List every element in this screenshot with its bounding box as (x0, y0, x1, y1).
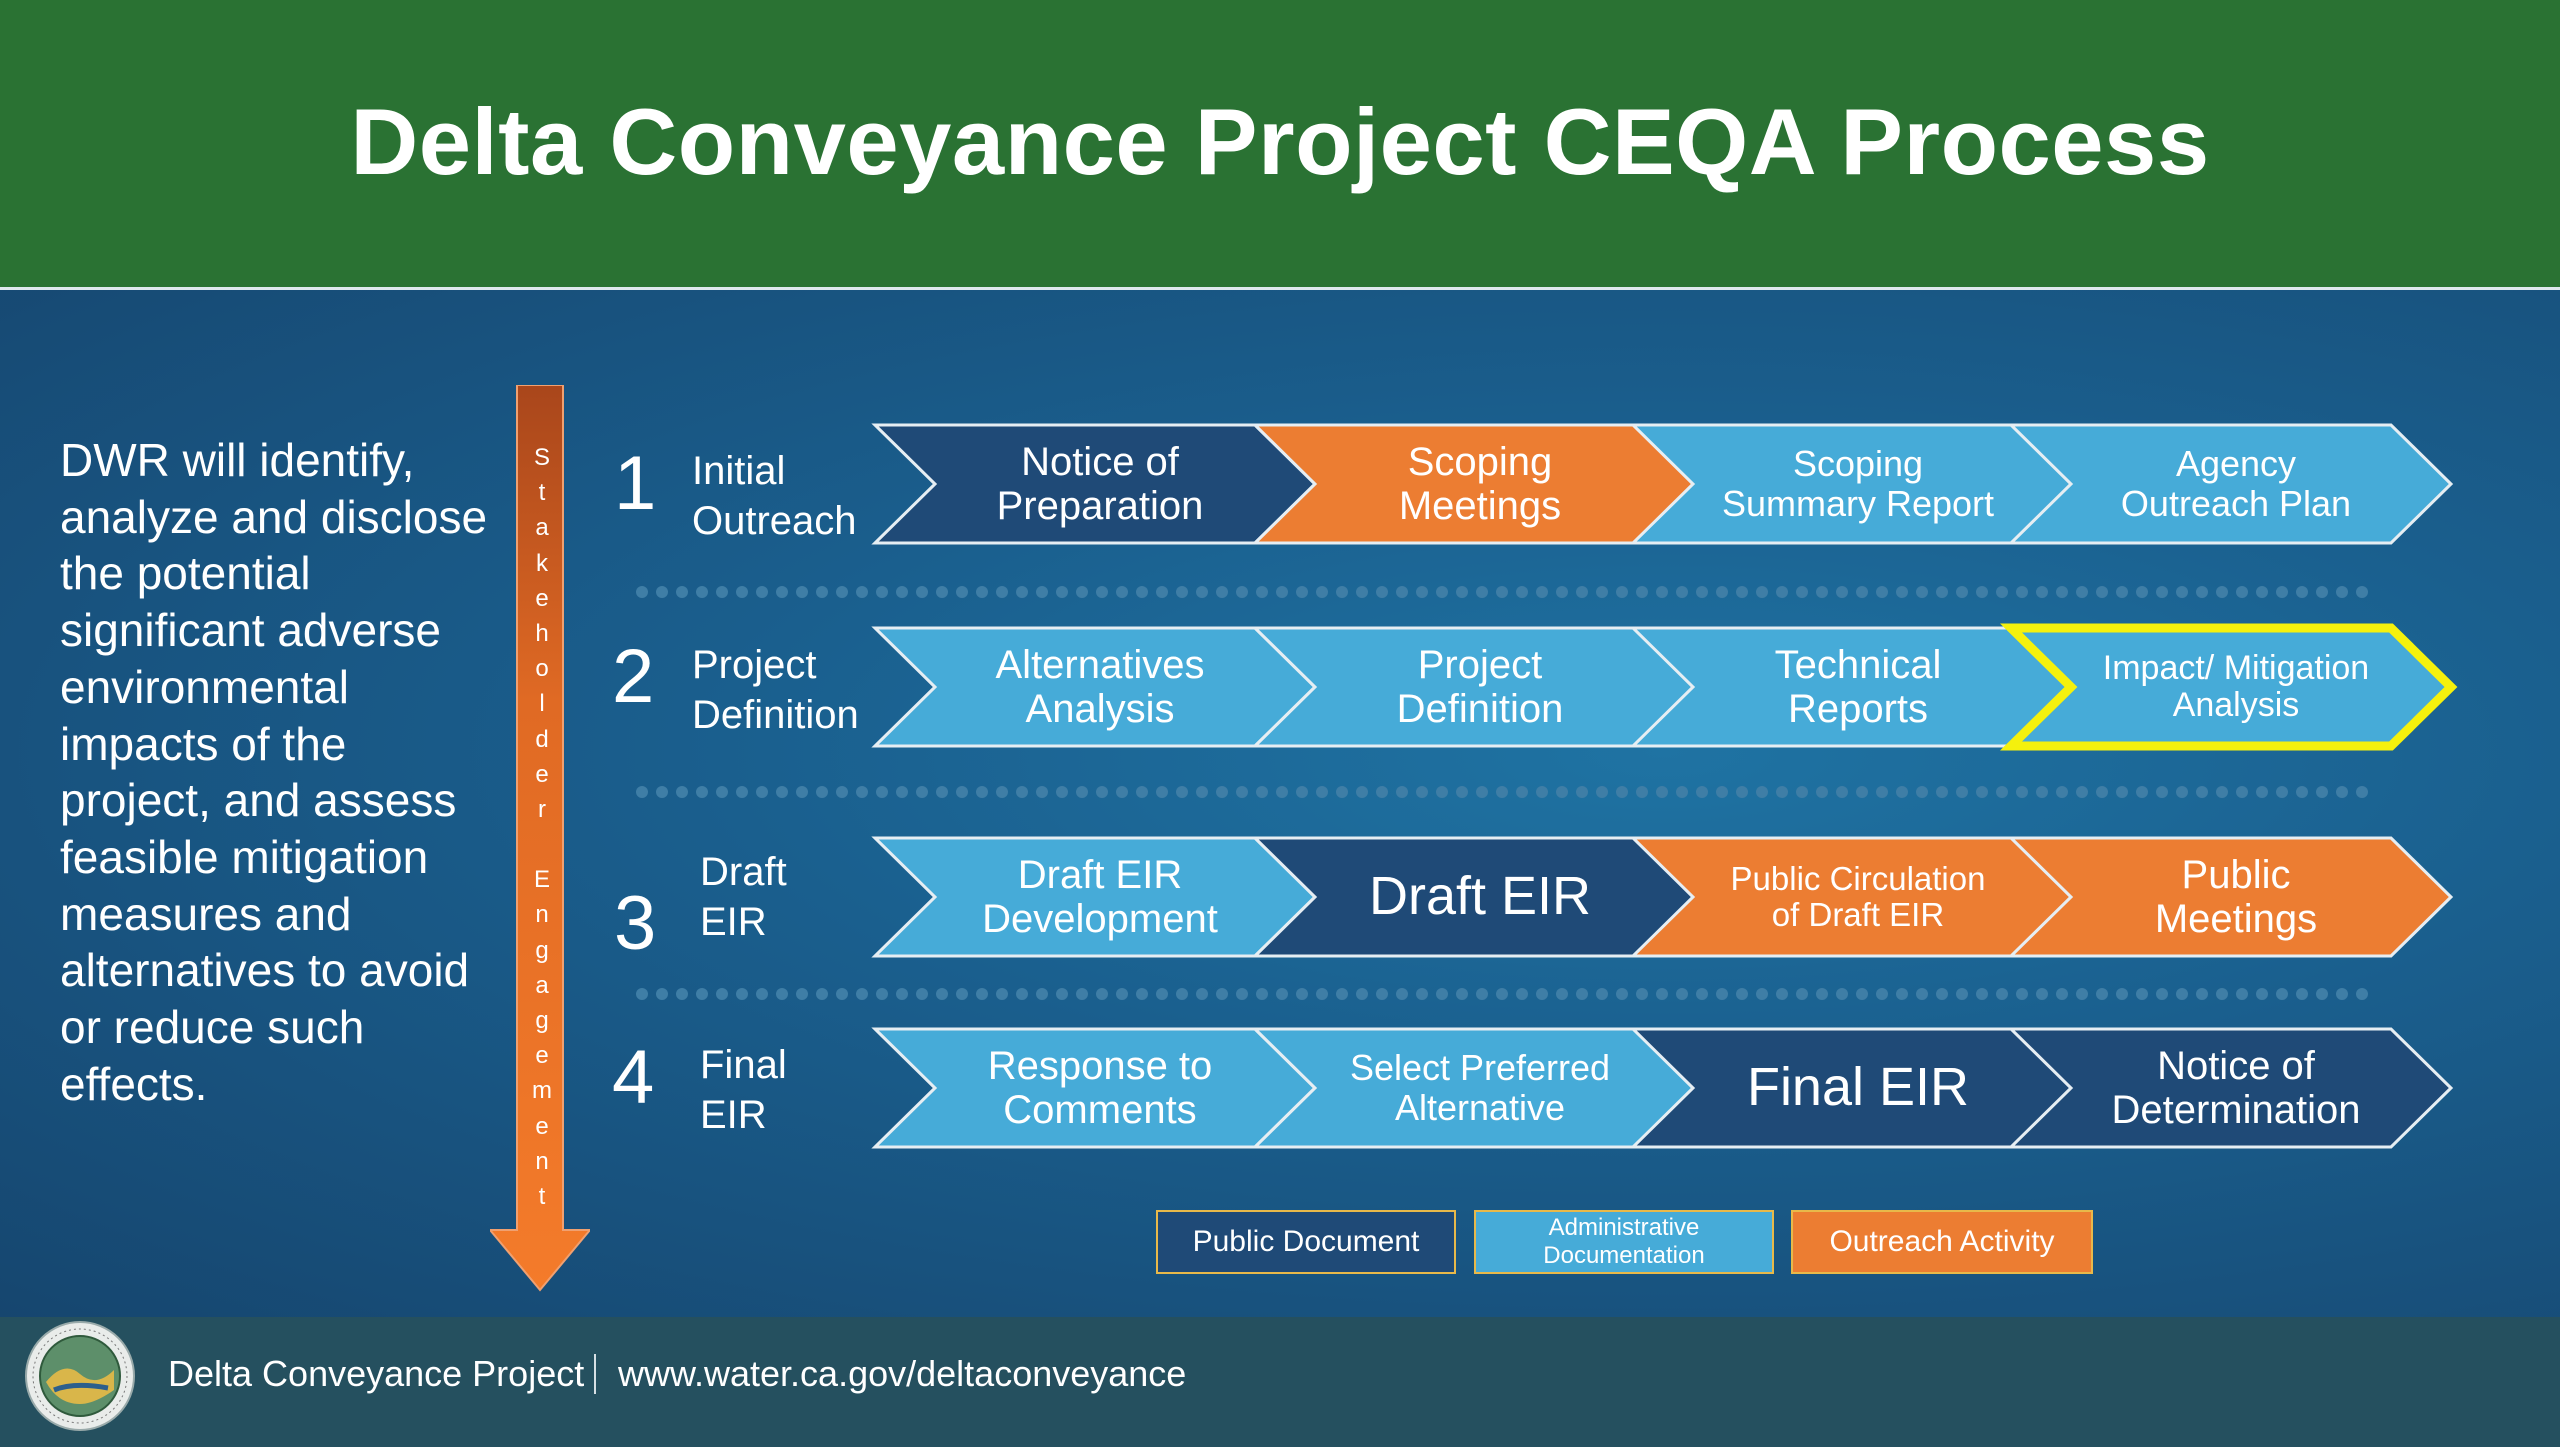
chevron-step-label: Project Definition (1396, 643, 1564, 731)
title-banner: Delta Conveyance Project CEQA Process (0, 0, 2560, 290)
footer-bar (0, 1317, 2560, 1447)
row-label: Initial Outreach (692, 449, 857, 543)
stakeholder-letter (517, 827, 567, 862)
legend-item: Public Document (1156, 1210, 1456, 1274)
stakeholder-letter: n (535, 1147, 549, 1175)
row-label: Project Definition (692, 643, 859, 737)
row-number: 2 (612, 634, 655, 719)
chevron-step-label: Response to Comments (987, 1044, 1213, 1132)
stakeholder-engagement-arrow-icon (490, 385, 590, 1292)
chevron-step-label: Technical Reports (1774, 643, 1942, 731)
stakeholder-letter: a (535, 514, 549, 542)
chevron-step-label: Impact/ Mitigation Analysis (2102, 648, 2370, 724)
legend-item: Outreach Activity (1791, 1210, 2093, 1274)
stakeholder-letter: e (535, 760, 549, 788)
footer-url[interactable]: www.water.ca.gov/deltaconveyance (618, 1353, 1187, 1394)
row-label: Final EIR (700, 1043, 787, 1137)
stakeholder-letter: E (533, 866, 550, 894)
stakeholder-letter: h (535, 619, 549, 647)
stakeholder-letter: g (535, 1007, 549, 1034)
stakeholder-letter: g (535, 936, 549, 964)
footer-divider (594, 1354, 596, 1394)
page-title: Delta Conveyance Project CEQA Process (350, 89, 2210, 194)
stakeholder-letter: t (538, 1182, 546, 1210)
dwr-seal-icon (25, 1321, 135, 1431)
stakeholder-letter: k (536, 549, 548, 577)
stakeholder-letter: e (535, 1042, 549, 1070)
stakeholder-letter: r (538, 795, 546, 823)
row-number: 4 (612, 1035, 655, 1120)
stakeholder-letter: d (535, 725, 549, 753)
chevron-step-label: Scoping Summary Report (1721, 443, 1995, 524)
stakeholder-letter: S (533, 444, 550, 471)
legend-item: Administrative Documentation (1474, 1210, 1774, 1274)
chevron-step-label: Public Circulation of Draft EIR (1730, 859, 1986, 933)
stakeholder-letter: l (539, 690, 545, 718)
chevron-step-label: Draft EIR (1368, 866, 1592, 927)
chevron-step-label: Notice of Preparation (996, 440, 1204, 528)
stakeholder-letter: t (538, 479, 546, 507)
chevron-step-label: Select Preferred Alternative (1349, 1047, 1611, 1128)
chevron-step-label: Draft EIR Development (982, 853, 1218, 941)
chevron-step-label: Final EIR (1746, 1057, 1970, 1118)
intro-text: DWR will identify, analyze and disclose … (60, 434, 488, 1110)
row-label: Draft EIR (700, 850, 787, 944)
stakeholder-letter: o (535, 655, 549, 683)
chevron-step-label: Scoping Meetings (1398, 440, 1562, 528)
stakeholder-letter: e (535, 1112, 549, 1140)
stakeholder-letter: m (532, 1077, 552, 1105)
stakeholder-letter: a (535, 971, 549, 999)
chevron-step-label: Notice of Determination (2111, 1044, 2361, 1132)
chevron-step-label: Public Meetings (2154, 853, 2318, 941)
stakeholder-letter: e (535, 584, 549, 612)
row-number: 1 (614, 441, 657, 526)
row-number: 3 (614, 881, 657, 966)
footer-project-name: Delta Conveyance Project (168, 1353, 585, 1394)
chevron-step-label: Alternatives Analysis (995, 643, 1205, 731)
stakeholder-letter: n (535, 901, 549, 929)
chevron-step-label: Agency Outreach Plan (2120, 443, 2352, 524)
